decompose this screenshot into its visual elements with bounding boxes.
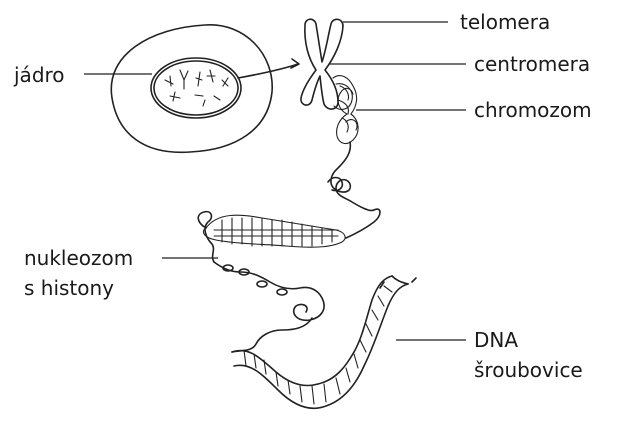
label-nucleosome-line1: nukleozom bbox=[24, 246, 133, 270]
dna-helix bbox=[232, 276, 416, 408]
nucleus bbox=[151, 58, 241, 118]
label-centromere: centromera bbox=[474, 52, 590, 76]
label-nucleosome-line2: s histony bbox=[24, 276, 114, 300]
cell bbox=[111, 25, 299, 152]
chromatin-fiber bbox=[198, 142, 380, 262]
nucleus-chromosomes bbox=[165, 70, 228, 106]
nucleosome-string bbox=[214, 262, 324, 352]
label-chromosome: chromozom bbox=[474, 98, 592, 122]
base-pairs bbox=[244, 286, 392, 404]
label-nucleus: jádro bbox=[14, 63, 65, 87]
label-dna-line1: DNA bbox=[474, 328, 518, 352]
label-telomere: telomera bbox=[460, 10, 550, 34]
label-dna-line2: šroubovice bbox=[474, 358, 583, 382]
chromosome bbox=[301, 19, 358, 143]
